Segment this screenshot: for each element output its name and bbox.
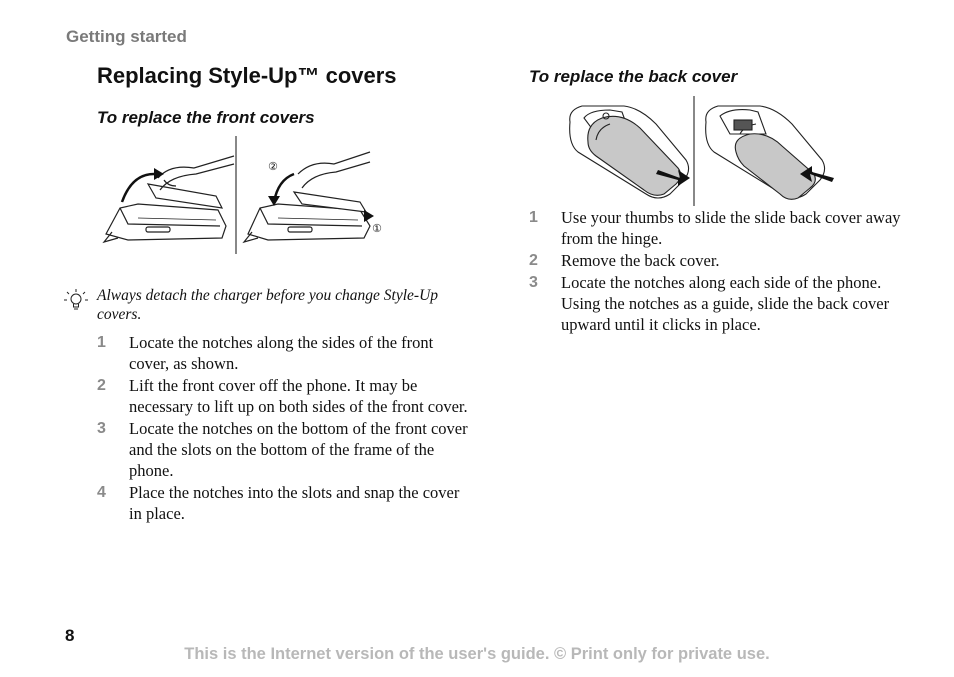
back-cover-heading: To replace the back cover bbox=[529, 67, 738, 86]
step-text: Place the notches into the slots and sna… bbox=[129, 483, 460, 523]
list-item: 1 Use your thumbs to slide the slide back… bbox=[529, 208, 909, 250]
back-steps-list: 1 Use your thumbs to slide the slide back… bbox=[529, 208, 909, 337]
tip-text: Always detach the charger before you cha… bbox=[97, 287, 439, 323]
back-cover-illustration bbox=[569, 96, 834, 206]
list-item: 4 Place the notches into the slots and sn… bbox=[97, 483, 469, 525]
front-covers-heading: To replace the front covers bbox=[97, 108, 315, 127]
front-cover-illustration: ② ① bbox=[102, 136, 382, 254]
step-text: Lift the front cover off the phone. It m… bbox=[129, 376, 468, 416]
section-label: Getting started bbox=[66, 27, 187, 46]
step-text: Locate the notches along each side of th… bbox=[561, 273, 890, 334]
step-number: 1 bbox=[529, 209, 538, 226]
list-item: 1 Locate the notches along the sides of t… bbox=[97, 333, 469, 375]
footer-notice: This is the Internet version of the user… bbox=[184, 645, 770, 663]
lightbulb-tip-icon bbox=[64, 289, 88, 310]
front-steps-list: 1 Locate the notches along the sides of t… bbox=[97, 333, 469, 526]
step-number: 3 bbox=[529, 274, 538, 292]
step-text: Locate the notches along the sides of th… bbox=[129, 333, 434, 373]
page-number: 8 bbox=[65, 626, 75, 645]
step-text: Remove the back cover. bbox=[561, 251, 720, 271]
step-number: 1 bbox=[97, 334, 106, 351]
page-title: Replacing Style-Up™ covers bbox=[97, 63, 397, 88]
callout-2: ② bbox=[268, 160, 278, 173]
list-item: 2 Remove the back cover. bbox=[529, 251, 909, 272]
step-number: 2 bbox=[97, 377, 106, 395]
step-text: Use your thumbs to slide the slide back … bbox=[561, 208, 901, 248]
step-number: 4 bbox=[97, 484, 106, 502]
step-text: Locate the notches on the bottom of the … bbox=[129, 419, 468, 480]
callout-1: ① bbox=[372, 222, 382, 235]
list-item: 3 Locate the notches on the bottom of the… bbox=[97, 419, 469, 481]
step-number: 2 bbox=[529, 252, 538, 270]
list-item: 2 Lift the front cover off the phone. It … bbox=[97, 376, 469, 418]
list-item: 3 Locate the notches along each side of t… bbox=[529, 273, 909, 335]
step-number: 3 bbox=[97, 420, 106, 438]
